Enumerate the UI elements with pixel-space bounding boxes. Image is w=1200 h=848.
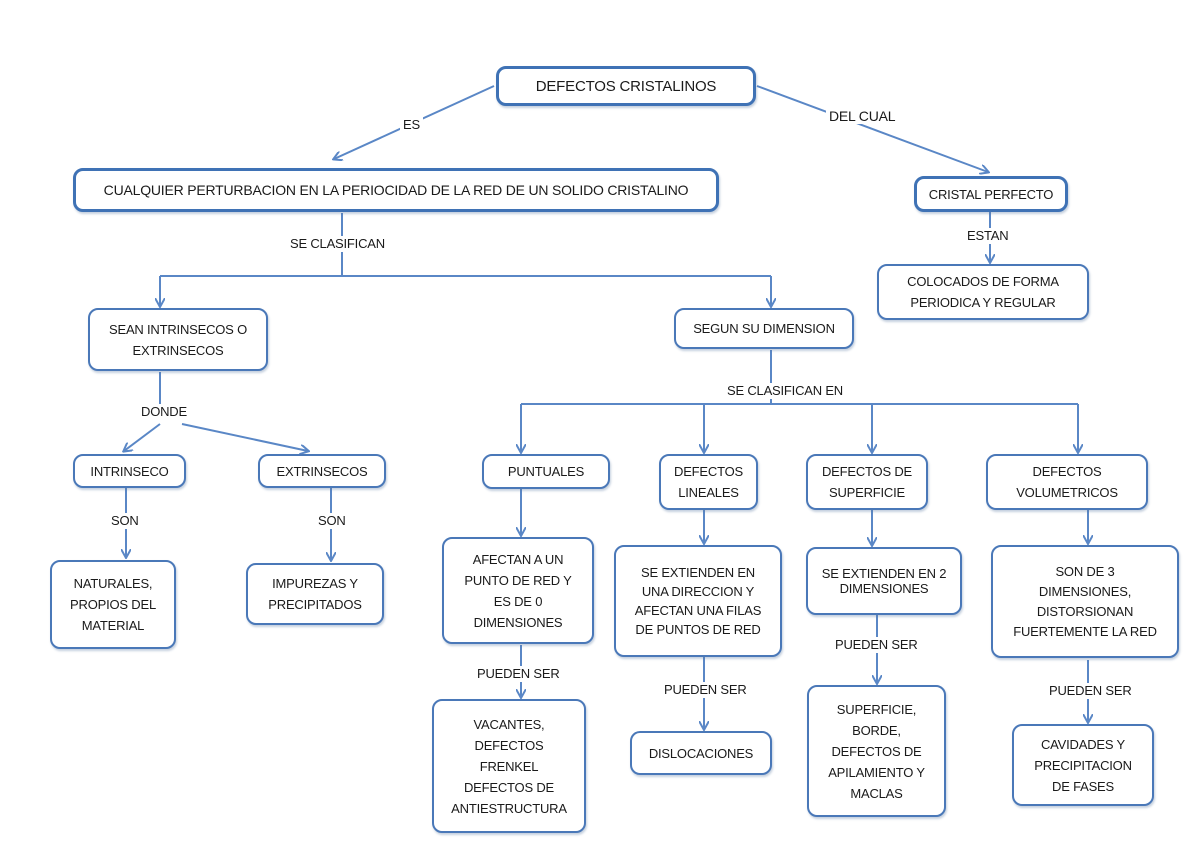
node-defectos-lineales: DEFECTOS LINEALES [659, 454, 758, 510]
label-pueden-ser-superficie: PUEDEN SER [832, 637, 921, 653]
node-naturales: NATURALES, PROPIOS DEL MATERIAL [50, 560, 176, 649]
label-estan: ESTAN [964, 228, 1012, 244]
node-impurezas: IMPUREZAS Y PRECIPITADOS [246, 563, 384, 625]
node-cristal-perfecto: CRISTAL PERFECTO [914, 176, 1068, 212]
label-del-cual: DEL CUAL [826, 108, 899, 124]
label-se-clasifican-en: SE CLASIFICAN EN [724, 383, 846, 399]
label-se-clasifican: SE CLASIFICAN [287, 236, 388, 252]
edge-root-perfect [756, 85, 988, 172]
node-cavidades: CAVIDADES Y PRECIPITACION DE FASES [1012, 724, 1154, 806]
node-intrinseco: INTRINSECO [73, 454, 186, 488]
edge-donde-intrinseco [124, 423, 161, 451]
node-defectos-cristalinos: DEFECTOS CRISTALINOS [496, 66, 756, 106]
label-donde: DONDE [138, 404, 190, 420]
node-superficie-desc: SE EXTIENDEN EN 2 DIMENSIONES [806, 547, 962, 615]
edge-donde-extrinsecos [181, 423, 308, 451]
node-puntuales-desc: AFECTAN A UN PUNTO DE RED Y ES DE 0 DIME… [442, 537, 594, 644]
node-defectos-superficie: DEFECTOS DE SUPERFICIE [806, 454, 928, 510]
node-puntuales: PUNTUALES [482, 454, 610, 489]
node-volumetricos-desc: SON DE 3 DIMENSIONES, DISTORSIONAN FUERT… [991, 545, 1179, 658]
node-lineales-desc: SE EXTIENDEN EN UNA DIRECCION Y AFECTAN … [614, 545, 782, 657]
label-pueden-ser-puntuales: PUEDEN SER [474, 666, 563, 682]
node-extrinsecos: EXTRINSECOS [258, 454, 386, 488]
node-definition: CUALQUIER PERTURBACION EN LA PERIOCIDAD … [73, 168, 719, 212]
label-son-intrinseco: SON [108, 513, 142, 529]
label-pueden-ser-lineales: PUEDEN SER [661, 682, 750, 698]
label-es: ES [400, 117, 423, 133]
label-pueden-ser-volumetricos: PUEDEN SER [1046, 683, 1135, 699]
node-defectos-volumetricos: DEFECTOS VOLUMETRICOS [986, 454, 1148, 510]
node-vacantes: VACANTES, DEFECTOS FRENKEL DEFECTOS DE A… [432, 699, 586, 833]
node-intrinsecos-extrinsecos: SEAN INTRINSECOS O EXTRINSECOS [88, 308, 268, 371]
node-colocados-periodica: COLOCADOS DE FORMA PERIODICA Y REGULAR [877, 264, 1089, 320]
node-superficie-tipos: SUPERFICIE, BORDE, DEFECTOS DE APILAMIEN… [807, 685, 946, 817]
node-dislocaciones: DISLOCACIONES [630, 731, 772, 775]
label-son-extrinsecos: SON [315, 513, 349, 529]
node-segun-dimension: SEGUN SU DIMENSION [674, 308, 854, 349]
